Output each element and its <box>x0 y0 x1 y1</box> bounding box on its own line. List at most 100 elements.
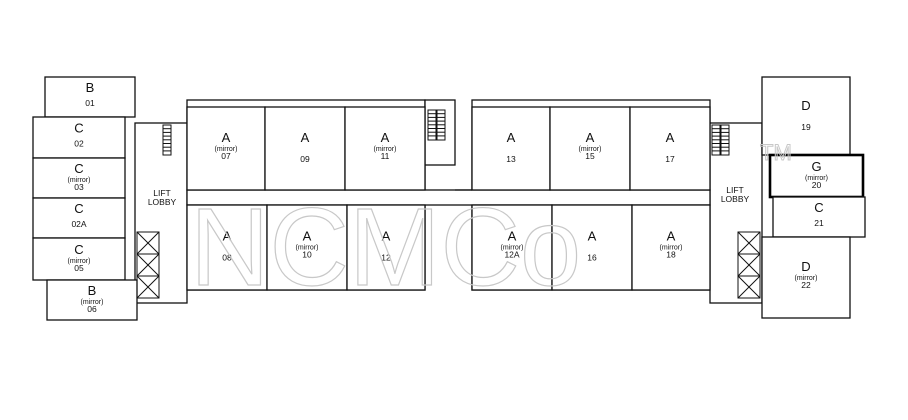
unit-type: A <box>222 130 231 145</box>
unit-mirror-note: (mirror) <box>68 258 91 265</box>
watermark: NCMCo <box>190 186 581 309</box>
unit-number: 06 <box>87 304 97 314</box>
unit-12A[interactable]: A(mirror)12A <box>471 204 553 291</box>
unit-outline <box>44 76 136 118</box>
unit-mirror-note: (mirror) <box>296 245 319 252</box>
unit-11[interactable]: A(mirror)11 <box>344 106 426 191</box>
unit-08[interactable]: A 08 <box>186 204 268 291</box>
unit-17[interactable]: A17 <box>629 106 711 191</box>
watermark-tm: TM <box>760 140 792 165</box>
lift-shaft-icon <box>136 231 160 255</box>
unit-21[interactable]: C21 <box>772 196 866 238</box>
corridor <box>186 189 711 206</box>
unit-number: 18 <box>666 250 676 260</box>
unit-number: 22 <box>801 280 811 290</box>
unit-number: 08 <box>222 253 232 263</box>
lift-shaft-icon <box>136 253 160 277</box>
unit-15[interactable]: A(mirror)15 <box>549 106 631 191</box>
lift-shaft-icon <box>136 275 160 299</box>
unit-number: 15 <box>585 151 595 161</box>
unit-06[interactable]: B(mirror)06 <box>46 279 138 321</box>
unit-type: A <box>223 229 232 244</box>
unit-type: C <box>74 201 83 216</box>
unit-12[interactable]: A 12 <box>346 204 426 291</box>
lift-shaft-icon <box>737 231 761 255</box>
unit-type: D <box>801 98 810 113</box>
lift-shaft-icon <box>737 253 761 277</box>
unit-type: D <box>801 259 810 274</box>
unit-outline <box>761 236 851 319</box>
unit-mirror-note: (mirror) <box>805 175 828 182</box>
unit-mirror-note: (mirror) <box>795 275 818 282</box>
svg-text:LIFT: LIFT <box>153 188 170 198</box>
unit-number: 05 <box>74 263 84 273</box>
unit-outline <box>772 196 866 238</box>
unit-type: A <box>382 229 391 244</box>
unit-number: 17 <box>665 154 675 164</box>
unit-22[interactable]: D(mirror)22 <box>761 236 851 319</box>
unit-outline <box>264 106 346 191</box>
staircase-icon <box>711 124 721 156</box>
unit-mirror-note: (mirror) <box>501 245 524 252</box>
unit-outline <box>32 197 126 239</box>
unit-10[interactable]: A(mirror)10 <box>266 204 348 291</box>
unit-type: A <box>588 229 597 244</box>
staircase-icon <box>162 124 172 156</box>
unit-number: 12A <box>504 250 519 260</box>
unit-19[interactable]: D 19 <box>761 76 851 156</box>
unit-outline <box>631 204 711 291</box>
unit-number: 20 <box>812 180 822 190</box>
unit-number: 11 <box>381 151 390 161</box>
unit-07[interactable]: A(mirror)07 <box>186 106 266 191</box>
unit-outline <box>32 237 126 281</box>
unit-number: 02 <box>74 139 84 149</box>
unit-outline <box>346 204 426 291</box>
unit-13[interactable]: A13 <box>471 106 551 191</box>
unit-type: G <box>811 159 821 174</box>
unit-type: C <box>74 161 83 176</box>
unit-number: 12 <box>381 253 391 263</box>
unit-05[interactable]: C(mirror)05 <box>32 237 126 281</box>
lift-shaft-icon <box>737 275 761 299</box>
unit-18[interactable]: A(mirror)18 <box>631 204 711 291</box>
svg-text:LOBBY: LOBBY <box>148 197 177 207</box>
unit-outline <box>186 204 268 291</box>
unit-type: A <box>508 229 517 244</box>
left-lift-lobby-label: LIFT LOBBY <box>148 188 177 207</box>
unit-outline <box>46 279 138 321</box>
unit-mirror-note: (mirror) <box>579 146 602 153</box>
right-lift-lobby-label: LIFT LOBBY <box>721 185 750 204</box>
unit-outline <box>32 157 126 199</box>
unit-outline <box>471 106 551 191</box>
unit-mirror-note: (mirror) <box>68 177 91 184</box>
unit-type: C <box>814 200 823 215</box>
unit-outline <box>266 204 348 291</box>
unit-09[interactable]: A09 <box>264 106 346 191</box>
staircase-icon <box>427 109 437 141</box>
unit-outline <box>344 106 426 191</box>
unit-type: A <box>586 130 595 145</box>
unit-outline <box>471 204 553 291</box>
unit-type: A <box>303 229 312 244</box>
unit-mirror-note: (mirror) <box>374 146 397 153</box>
unit-number: 19 <box>801 122 811 132</box>
unit-number: 03 <box>74 182 84 192</box>
unit-03[interactable]: C(mirror)03 <box>32 157 126 199</box>
svg-text:LOBBY: LOBBY <box>721 194 750 204</box>
unit-number: 09 <box>300 154 310 164</box>
staircase-icon <box>720 124 730 156</box>
unit-number: 07 <box>221 151 231 161</box>
unit-type: B <box>88 283 97 298</box>
unit-number: 01 <box>85 98 95 108</box>
unit-mirror-note: (mirror) <box>81 299 104 306</box>
unit-02[interactable]: C02 <box>32 116 126 159</box>
unit-mirror-note: (mirror) <box>660 245 683 252</box>
unit-20[interactable]: G(mirror)20 <box>768 153 865 199</box>
unit-type: A <box>381 130 390 145</box>
unit-type: B <box>86 80 95 95</box>
unit-number: 13 <box>506 154 516 164</box>
unit-01[interactable]: B 01 <box>44 76 136 118</box>
unit-type: C <box>74 242 83 257</box>
